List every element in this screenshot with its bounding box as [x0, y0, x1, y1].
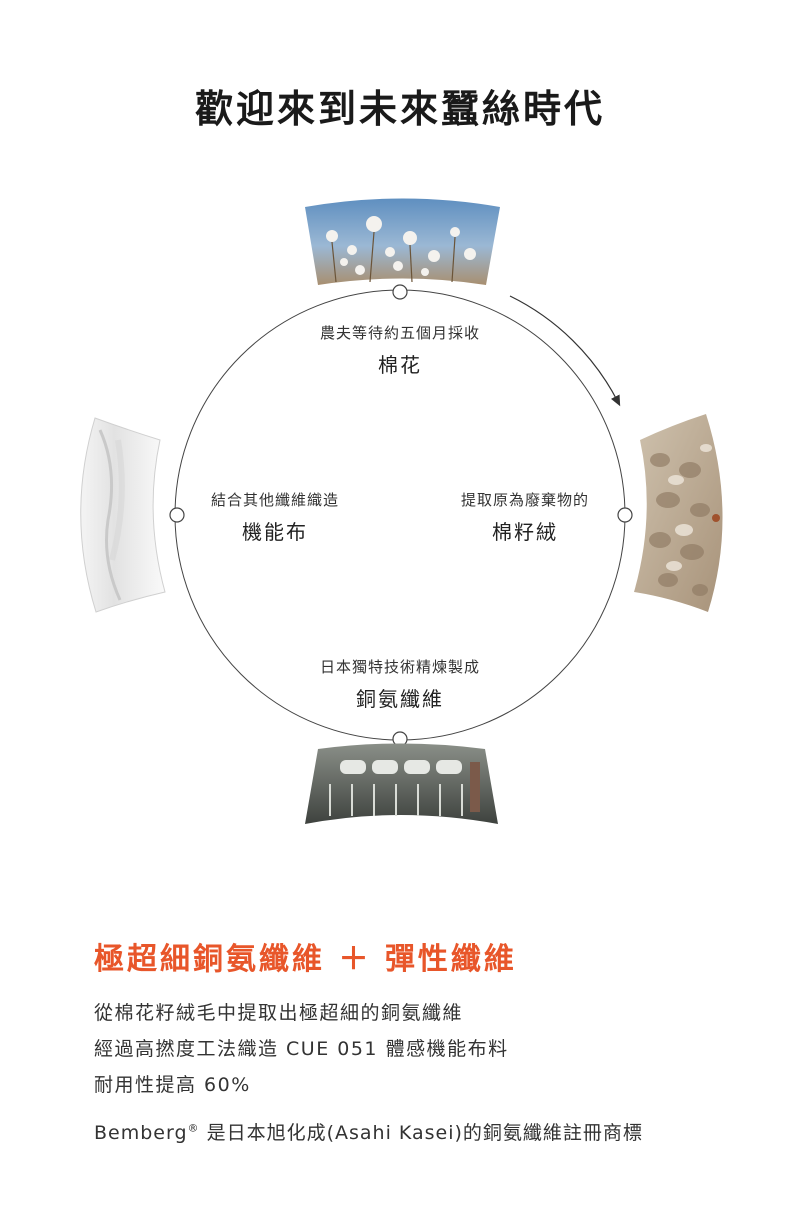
step-label-top: 農夫等待約五個月採收 棉花 [250, 322, 550, 378]
cycle-arrow [509, 295, 621, 407]
step-label-left: 結合其他纖維織造 機能布 [175, 489, 375, 545]
white-fabric-photo [80, 417, 166, 613]
description-line-1: 從棉花籽絨毛中提取出極超細的銅氨纖維 [94, 1002, 464, 1024]
cotton-field-photo [305, 198, 500, 285]
page-title: 歡迎來到未來蠶絲時代 [194, 87, 605, 131]
trademark-footnote: Bemberg® 是日本旭化成(Asahi Kasei)的銅氨纖維註冊商標 [94, 1118, 643, 1145]
step-left-caption: 結合其他纖維織造 [210, 491, 339, 509]
step-right-name: 棉籽絨 [492, 520, 558, 544]
spinning-machine-photo [305, 743, 498, 824]
cotton-linter-photo [634, 414, 723, 612]
step-top-caption: 農夫等待約五個月採收 [319, 324, 480, 342]
step-label-right: 提取原為廢棄物的 棉籽絨 [420, 489, 630, 545]
registered-mark: ® [187, 1121, 200, 1135]
trademark-text: 是日本旭化成(Asahi Kasei)的銅氨纖維註冊商標 [199, 1122, 643, 1144]
brand-name: Bemberg [94, 1122, 188, 1144]
node-dot-left [169, 507, 185, 523]
step-left-name: 機能布 [242, 520, 308, 544]
step-top-name: 棉花 [378, 353, 422, 377]
step-right-caption: 提取原為廢棄物的 [460, 491, 589, 509]
feature-headline: 極超細銅氨纖維 ＋ 彈性纖維 [94, 942, 517, 977]
process-cycle-diagram [80, 198, 723, 824]
step-bottom-name: 銅氨纖維 [356, 687, 444, 711]
description-line-3: 耐用性提高 60% [94, 1074, 251, 1096]
node-dot-right [617, 507, 633, 523]
step-bottom-caption: 日本獨特技術精煉製成 [319, 658, 480, 676]
description-line-2: 經過高撚度工法織造 CUE 051 體感機能布料 [94, 1038, 509, 1060]
node-dot-top [392, 284, 408, 300]
step-label-bottom: 日本獨特技術精煉製成 銅氨纖維 [250, 656, 550, 712]
